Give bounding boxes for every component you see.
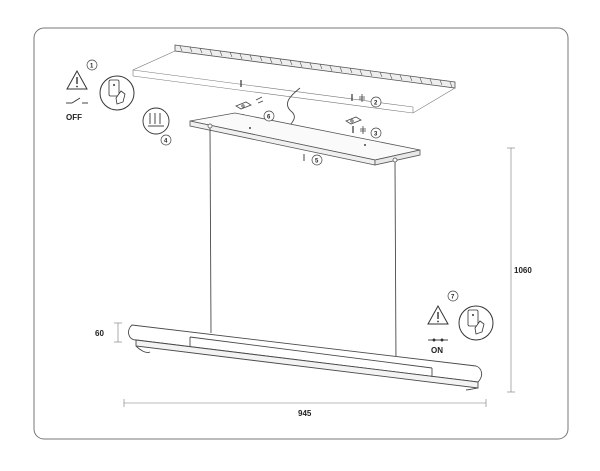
switch-on-icon bbox=[428, 338, 448, 342]
dimension-height-label: 1060 bbox=[514, 266, 532, 275]
dowel-icon bbox=[255, 94, 366, 134]
switch-hand-icon bbox=[99, 75, 135, 111]
step-3-badge: 3 bbox=[370, 127, 382, 139]
luminaire-body bbox=[128, 324, 483, 391]
switch-hand-icon bbox=[458, 305, 494, 341]
step-6-badge: 6 bbox=[263, 110, 275, 122]
ceiling-slab bbox=[132, 44, 456, 114]
canopy-rail bbox=[189, 112, 421, 166]
suspension-cable-right bbox=[394, 161, 397, 367]
step-5-badge: 5 bbox=[303, 154, 323, 166]
dimension-profile: 60 bbox=[95, 322, 122, 343]
dimension-width-label: 945 bbox=[298, 409, 312, 418]
switch-off-icon bbox=[66, 97, 88, 104]
svg-text:1: 1 bbox=[90, 64, 94, 70]
svg-text:6: 6 bbox=[267, 115, 271, 121]
svg-text:3: 3 bbox=[374, 132, 378, 138]
step-7-badge: 7 bbox=[447, 290, 459, 302]
frame-border bbox=[33, 27, 569, 440]
suspension-cable-left bbox=[209, 127, 212, 334]
power-state-on: ON bbox=[431, 346, 443, 355]
svg-text:4: 4 bbox=[164, 139, 168, 145]
warning-triangle-icon bbox=[427, 304, 449, 325]
svg-text:2: 2 bbox=[374, 101, 378, 107]
step-2-badge: 2 bbox=[370, 96, 382, 108]
dimension-height: 1060 bbox=[507, 147, 532, 393]
step-4-badge: 4 bbox=[160, 134, 172, 146]
dimension-width: 945 bbox=[123, 399, 487, 418]
warning-triangle-icon bbox=[66, 69, 88, 90]
svg-text:5: 5 bbox=[315, 159, 319, 165]
mounting-bracket bbox=[235, 101, 362, 125]
dimension-profile-label: 60 bbox=[95, 329, 104, 338]
power-state-off: OFF bbox=[66, 113, 82, 122]
step-1-badge: 1 bbox=[86, 59, 98, 71]
step-4-hardware-icon bbox=[142, 107, 170, 135]
svg-text:7: 7 bbox=[451, 295, 455, 301]
